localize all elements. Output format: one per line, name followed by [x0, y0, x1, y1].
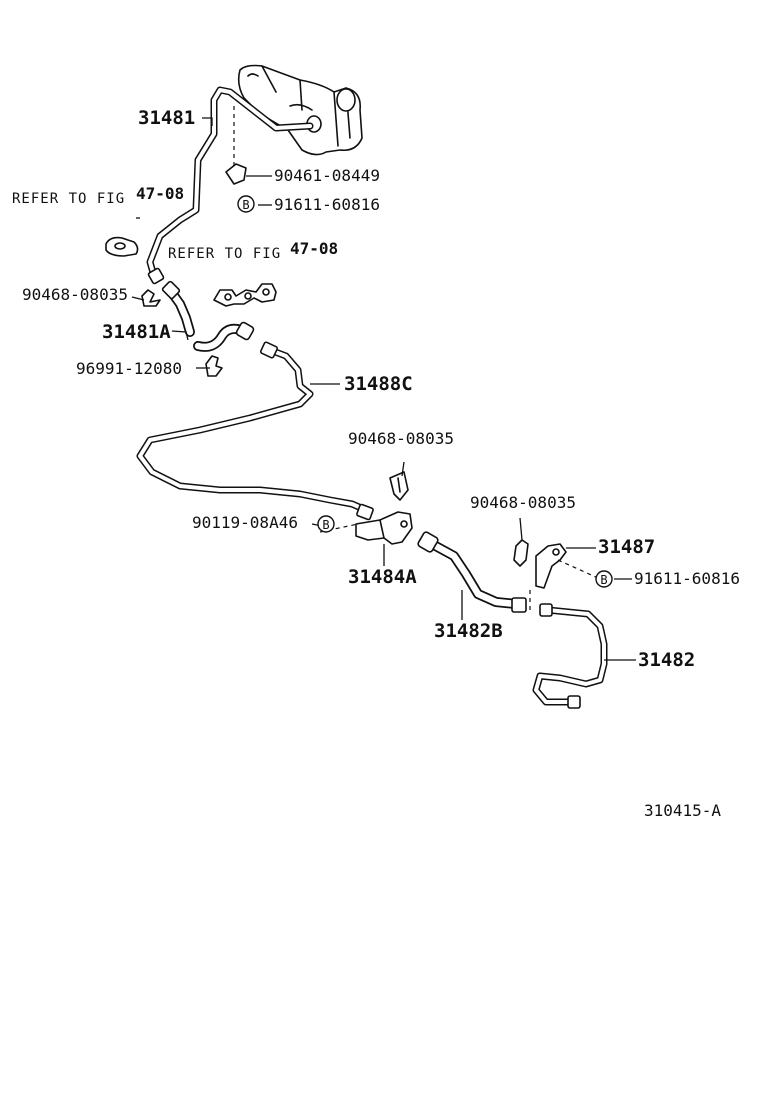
part-label-96991-12080: 96991-12080: [76, 359, 182, 378]
bolt-marker-letter: B: [242, 198, 249, 212]
bolt-marker-middle: B: [317, 515, 335, 533]
bolt-marker-top: B: [237, 195, 255, 213]
bolt-marker-letter: B: [322, 518, 329, 532]
bolt-marker-bottom: B: [595, 570, 613, 588]
brake-pipe-31482: [532, 603, 608, 709]
brake-hose-31482B: [417, 531, 527, 613]
refer-fig-number-left: 47-08: [136, 184, 184, 203]
part-label-31482B: 31482B: [434, 620, 503, 642]
brake-hose-31481A: [161, 280, 195, 337]
part-label-31481A: 31481A: [102, 321, 171, 343]
part-label-90468-08035-top: 90468-08035: [22, 285, 128, 304]
union-bolt-90461: [225, 163, 247, 185]
part-label-31484A: 31484A: [348, 566, 417, 588]
part-label-31488C: 31488C: [344, 373, 413, 395]
part-label-91611-60816-bottom: 91611-60816: [634, 569, 740, 588]
refer-to-fig-text-right: REFER TO FIG: [168, 246, 281, 262]
figure-code: 310415-A: [644, 801, 721, 820]
part-label-90468-08035-middle: 90468-08035: [348, 429, 454, 448]
part-label-90461-08449: 90461-08449: [274, 166, 380, 185]
part-label-90468-08035-right: 90468-08035: [470, 493, 576, 512]
refer-fig-number-right: 47-08: [290, 239, 338, 258]
dashed-reference-lines: [233, 106, 599, 612]
hose-bend-link: [193, 321, 255, 352]
bolt-marker-letter: B: [600, 573, 607, 587]
part-label-90119-08A46: 90119-08A46: [192, 513, 298, 532]
brake-pipe-31488C: [136, 341, 374, 521]
part-label-91611-60816-top: 91611-60816: [274, 195, 380, 214]
brake-pipe-31481: [146, 86, 314, 285]
clip-90468-middle: [389, 471, 409, 501]
bracket-31487: [535, 543, 567, 589]
brake-actuator-illustration: [237, 64, 363, 156]
clamp-grommet-left: [105, 236, 139, 257]
leader-lines: [131, 117, 636, 661]
clip-96991: [205, 355, 223, 377]
part-label-31481: 31481: [138, 107, 195, 129]
refer-to-fig-text-left: REFER TO FIG: [12, 191, 125, 207]
part-label-31487: 31487: [598, 536, 655, 558]
clip-90468-right: [513, 539, 529, 567]
part-label-31482: 31482: [638, 649, 695, 671]
bracket-31484A: [355, 511, 413, 545]
pipe-clamp-cluster: [213, 283, 277, 307]
clip-90468-top: [141, 289, 161, 307]
